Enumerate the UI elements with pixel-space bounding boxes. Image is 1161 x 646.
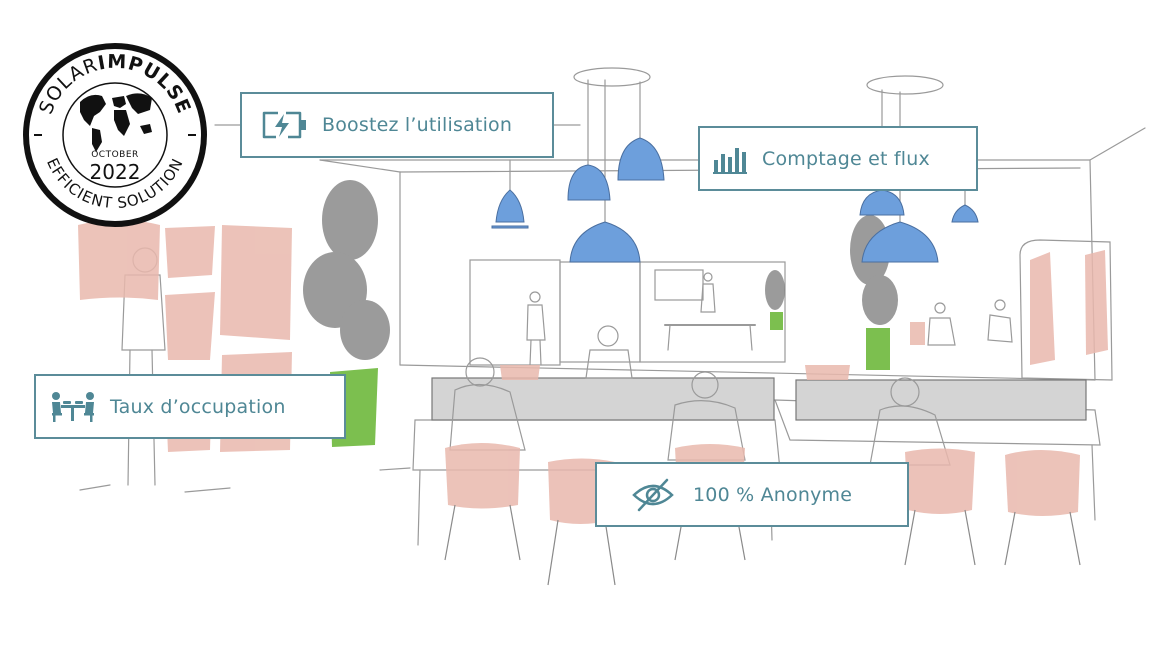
feature-label: Boostez l’utilisation [322, 114, 513, 136]
world-map-icon [80, 93, 152, 152]
feature-occupancy-rate: Taux d’occupation [34, 374, 346, 439]
feature-counting-flow: Comptage et flux [698, 126, 978, 191]
feature-anonymous: 100 % Anonyme [595, 462, 909, 527]
feature-label: Taux d’occupation [110, 395, 286, 418]
feature-boost-usage: Boostez l’utilisation [240, 92, 554, 158]
badge-year: 2022 [90, 160, 141, 184]
feature-label: 100 % Anonyme [693, 483, 853, 506]
badge-month: OCTOBER [91, 150, 139, 160]
eye-off-icon [625, 478, 681, 512]
people-at-table-icon [46, 391, 100, 423]
feature-label: Comptage et flux [762, 147, 930, 170]
solar-impulse-badge: SOLARIMPULSE EFFICIENT SOLUTION OCTOBER … [23, 43, 207, 227]
bar-chart-icon [708, 144, 752, 174]
battery-charging-icon [254, 110, 314, 140]
